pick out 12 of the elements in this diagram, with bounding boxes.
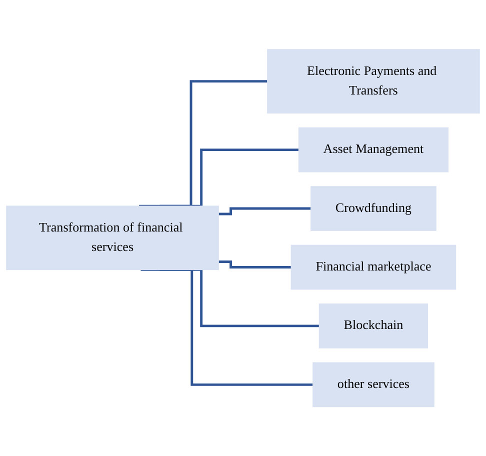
node-box: Blockchain — [318, 303, 428, 348]
connector — [139, 80, 268, 208]
node-box: other services — [312, 362, 434, 407]
node-box: Transformation of financial services — [6, 206, 219, 270]
connector — [160, 148, 299, 208]
connector — [218, 260, 292, 268]
connector — [140, 268, 313, 386]
node-box: Electronic Payments and Transfers — [267, 49, 480, 114]
node-box: Financial marketplace — [290, 244, 456, 290]
node-box: Crowdfunding — [310, 186, 436, 231]
node-box: Asset Management — [298, 127, 449, 172]
connector — [218, 207, 311, 216]
